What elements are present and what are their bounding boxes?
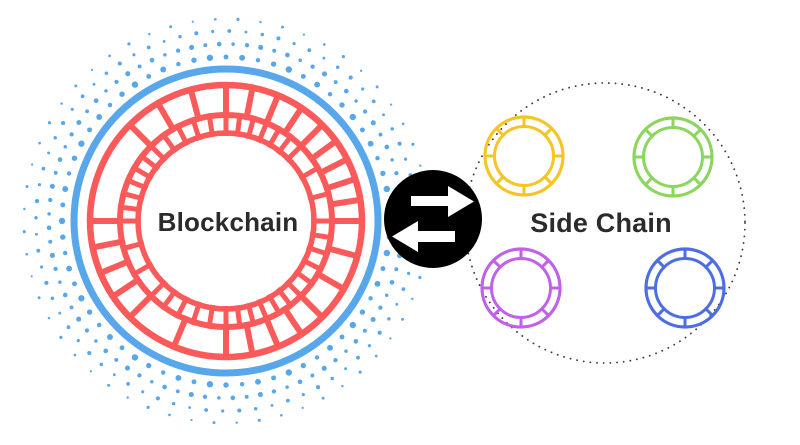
- sidechain-label: Side Chain: [530, 208, 672, 238]
- blockchain-chain-ring: [86, 81, 366, 361]
- sidechain-node-purple: [480, 247, 562, 329]
- blockchain-label: Blockchain: [158, 207, 299, 237]
- sidechain-boundary-circle: [464, 82, 746, 364]
- swap-arrows-icon: [384, 170, 482, 268]
- arrow-left-icon: [392, 221, 455, 252]
- sidechain-node-blue: [644, 247, 726, 329]
- sidechain-nodes: [480, 115, 726, 329]
- sidechain-node-yellow: [483, 115, 565, 197]
- sidechain-node-green: [632, 116, 714, 198]
- swap-icon-background: [384, 170, 482, 268]
- outer-blue-ring: [70, 65, 382, 377]
- arrow-right-icon: [411, 186, 474, 217]
